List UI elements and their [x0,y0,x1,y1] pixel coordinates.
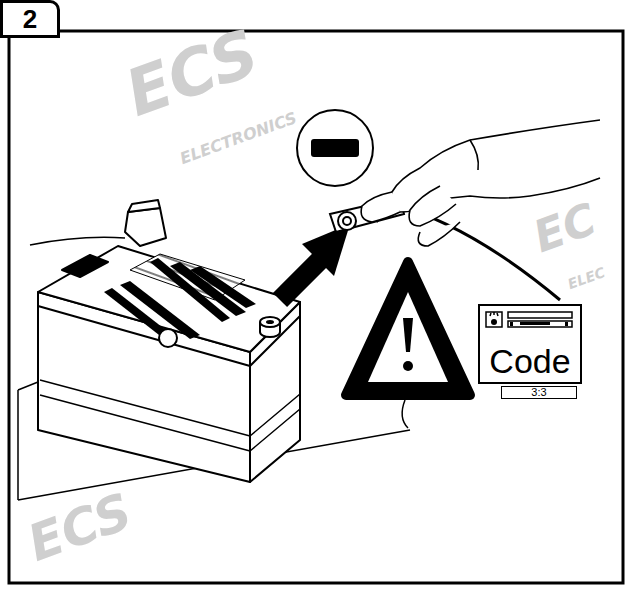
watermark: ECS [118,20,266,126]
code-label: Code [489,344,570,382]
direction-arrow [280,224,350,300]
watermark: ELEC [566,265,607,291]
code-count: 3:3 [531,387,546,398]
watermark: ECS [22,486,138,569]
frame [9,31,623,583]
battery [18,200,300,500]
warning-triangle [346,262,470,395]
code-count-box: 3:3 [501,386,577,399]
radio-icon [486,312,572,327]
code-box: Code [478,304,582,384]
watermark: EC [528,197,602,260]
watermark: ELECTRONICS [178,110,299,167]
callout-number: 2 [23,6,37,32]
minus-symbol [297,110,373,186]
callout-number: 2 [0,0,60,38]
leader-line [402,400,408,428]
